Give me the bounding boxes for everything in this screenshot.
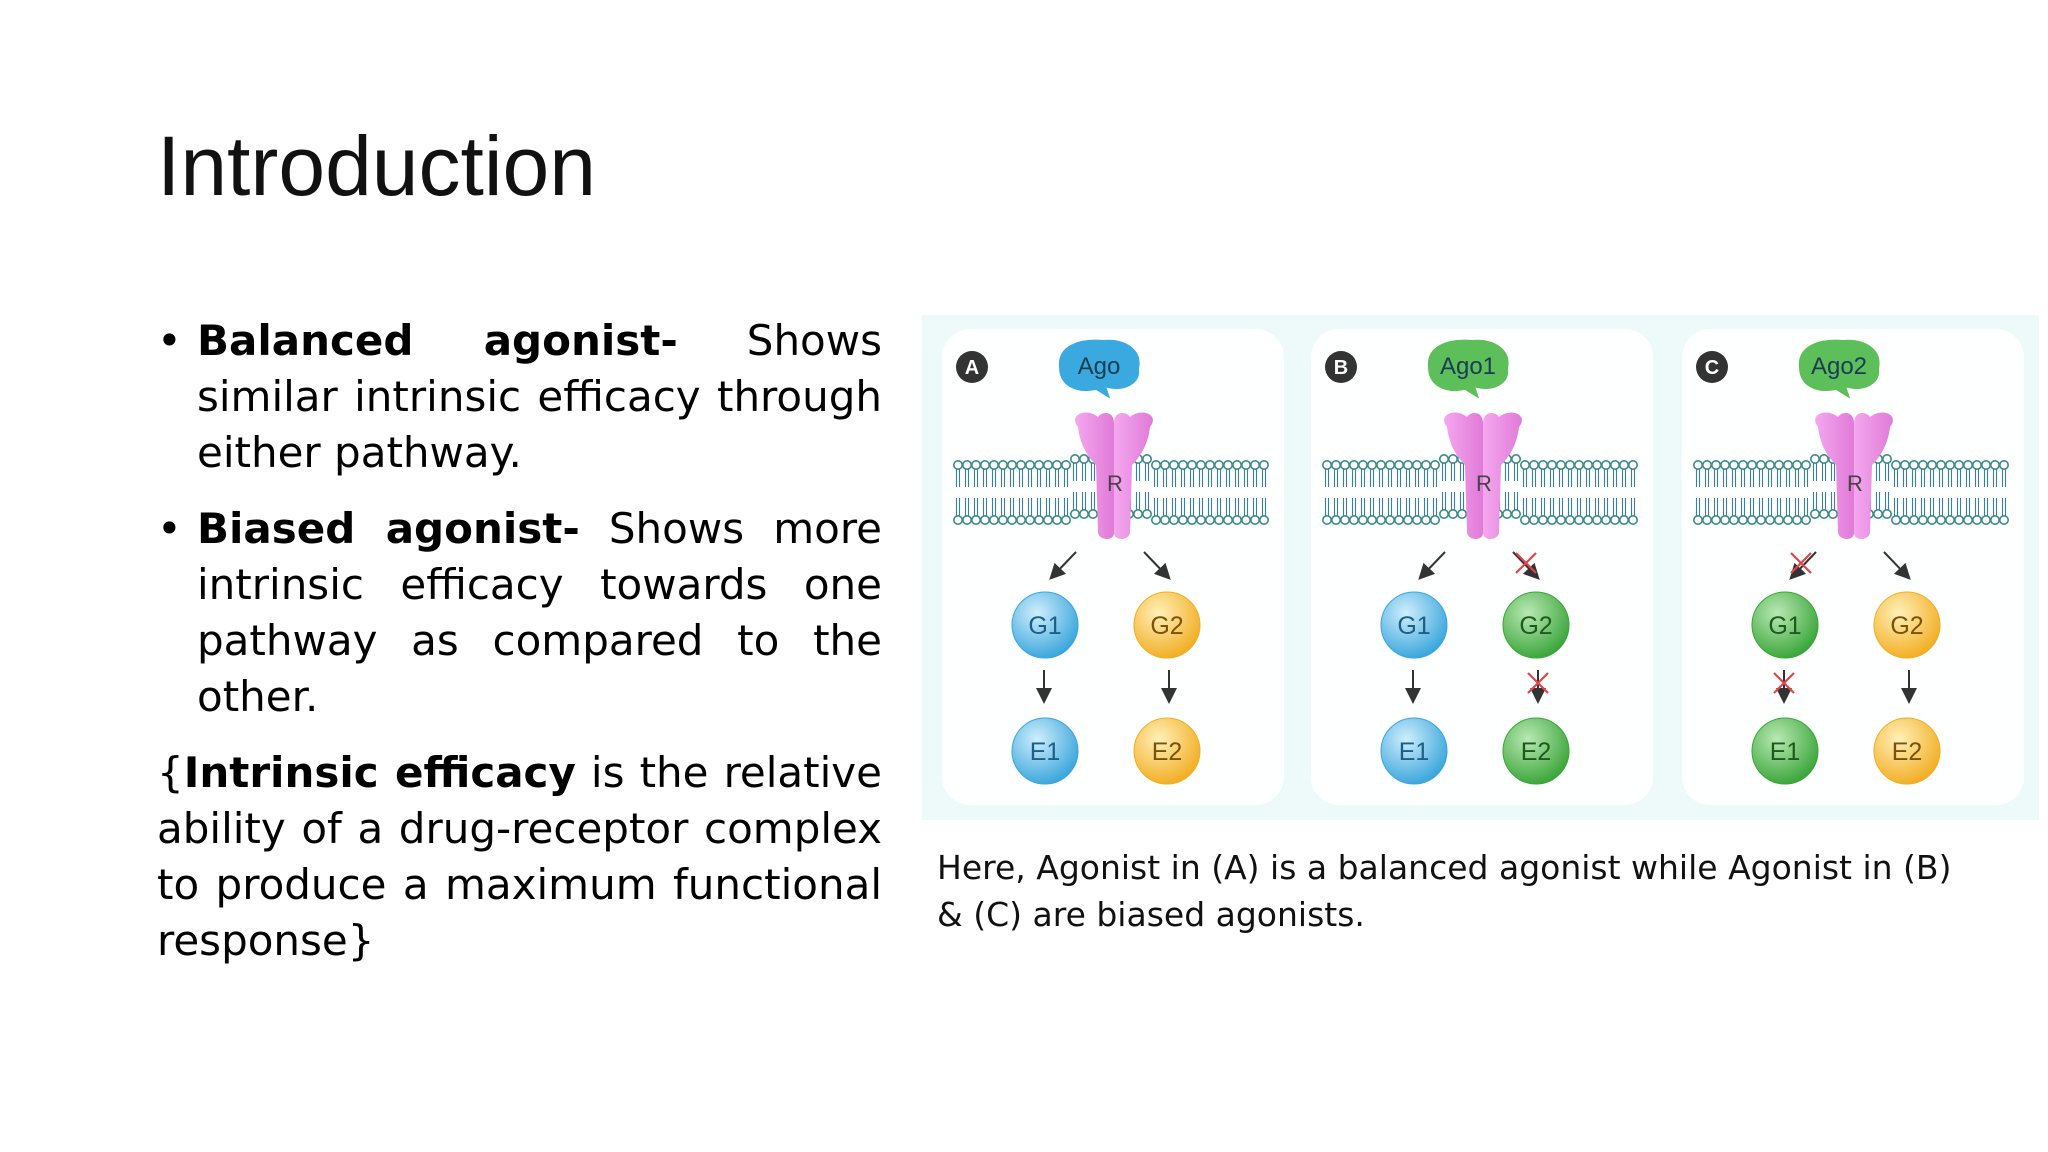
receptor-label: R: [1476, 471, 1492, 496]
receptor: [1075, 412, 1153, 539]
intrinsic-efficacy-definition: {Intrinsic efficacy is the relative abil…: [157, 745, 882, 969]
g1-label: G1: [1028, 612, 1061, 640]
g1-sphere: [1011, 591, 1079, 659]
figure-caption: Here, Agonist in (A) is a balanced agoni…: [937, 848, 1952, 934]
arrow-receptor-to-g2: [1143, 551, 1171, 580]
g2-label: G2: [1150, 612, 1183, 640]
panel-letter: A: [965, 357, 979, 379]
text-body: • Balanced agonist- Shows similar intrin…: [157, 313, 882, 969]
panel-background: [1311, 329, 1653, 805]
e1-sphere: [1380, 717, 1448, 785]
bullet-text: Shows similar intrinsic efficacy through…: [197, 316, 882, 477]
e2-sphere: [1502, 717, 1570, 785]
g2-sphere: [1133, 591, 1201, 659]
block-mark-receptor-g2: [1515, 552, 1537, 574]
bullet-marker: •: [157, 504, 182, 553]
definition-text: is the relative ability of a drug-recept…: [157, 748, 882, 965]
cell-membrane: [1321, 454, 1638, 526]
block-mark-g1-e1: [1773, 672, 1795, 694]
e2-label: E2: [1521, 738, 1552, 766]
bullet-term: Balanced agonist-: [197, 316, 678, 365]
panel-letter: C: [1705, 357, 1719, 379]
e2-sphere: [1873, 717, 1941, 785]
arrow-receptor-to-g1: [1418, 551, 1446, 580]
panel-letter: B: [1334, 357, 1348, 379]
arrow-receptor-to-g1: [1049, 551, 1077, 580]
bullet-text: Shows more intrinsic efficacy towards on…: [197, 504, 882, 721]
panel-letter-badge: [956, 351, 988, 383]
ligand-label: Ago: [1078, 353, 1121, 380]
ligand-label: Ago2: [1811, 353, 1867, 380]
receptor-label: R: [1107, 471, 1123, 496]
g1-sphere: [1751, 591, 1819, 659]
ligand-shape: [1056, 337, 1142, 404]
panel-letter-badge: [1696, 351, 1728, 383]
e2-sphere: [1133, 717, 1201, 785]
g2-label: G2: [1890, 612, 1923, 640]
e1-sphere: [1011, 717, 1079, 785]
g1-label: G1: [1397, 612, 1430, 640]
e1-label: E1: [1399, 738, 1430, 766]
g2-sphere: [1873, 591, 1941, 659]
block-mark-receptor-g1: [1790, 552, 1812, 574]
e2-label: E2: [1152, 738, 1183, 766]
ligand-shape: [1796, 337, 1882, 404]
bullet-term: Biased agonist-: [197, 504, 580, 553]
bullet-marker: •: [157, 316, 182, 365]
ligand-shape: [1425, 337, 1511, 404]
g1-sphere: [1380, 591, 1448, 659]
e2-label: E2: [1892, 738, 1923, 766]
receptor: [1815, 412, 1893, 539]
block-mark-g2-e2: [1527, 672, 1549, 694]
bullet-biased-agonist: • Biased agonist- Shows more intrinsic e…: [157, 501, 882, 725]
ligand-label: Ago1: [1440, 353, 1496, 380]
definition-open-brace: {: [157, 748, 184, 797]
e1-label: E1: [1770, 738, 1801, 766]
bullet-balanced-agonist: • Balanced agonist- Shows similar intrin…: [157, 313, 882, 481]
g1-label: G1: [1768, 612, 1801, 640]
panel-letter-badge: [1325, 351, 1357, 383]
e1-label: E1: [1030, 738, 1061, 766]
e1-sphere: [1751, 717, 1819, 785]
receptor-label: R: [1847, 471, 1863, 496]
arrow-receptor-to-g2: [1883, 551, 1911, 580]
panel-background: [942, 329, 1284, 805]
definition-term: Intrinsic efficacy: [183, 748, 576, 797]
g2-sphere: [1502, 591, 1570, 659]
slide-title: Introduction: [157, 119, 596, 213]
receptor: [1444, 412, 1522, 539]
panel-background: [1682, 329, 2024, 805]
g2-label: G2: [1519, 612, 1552, 640]
